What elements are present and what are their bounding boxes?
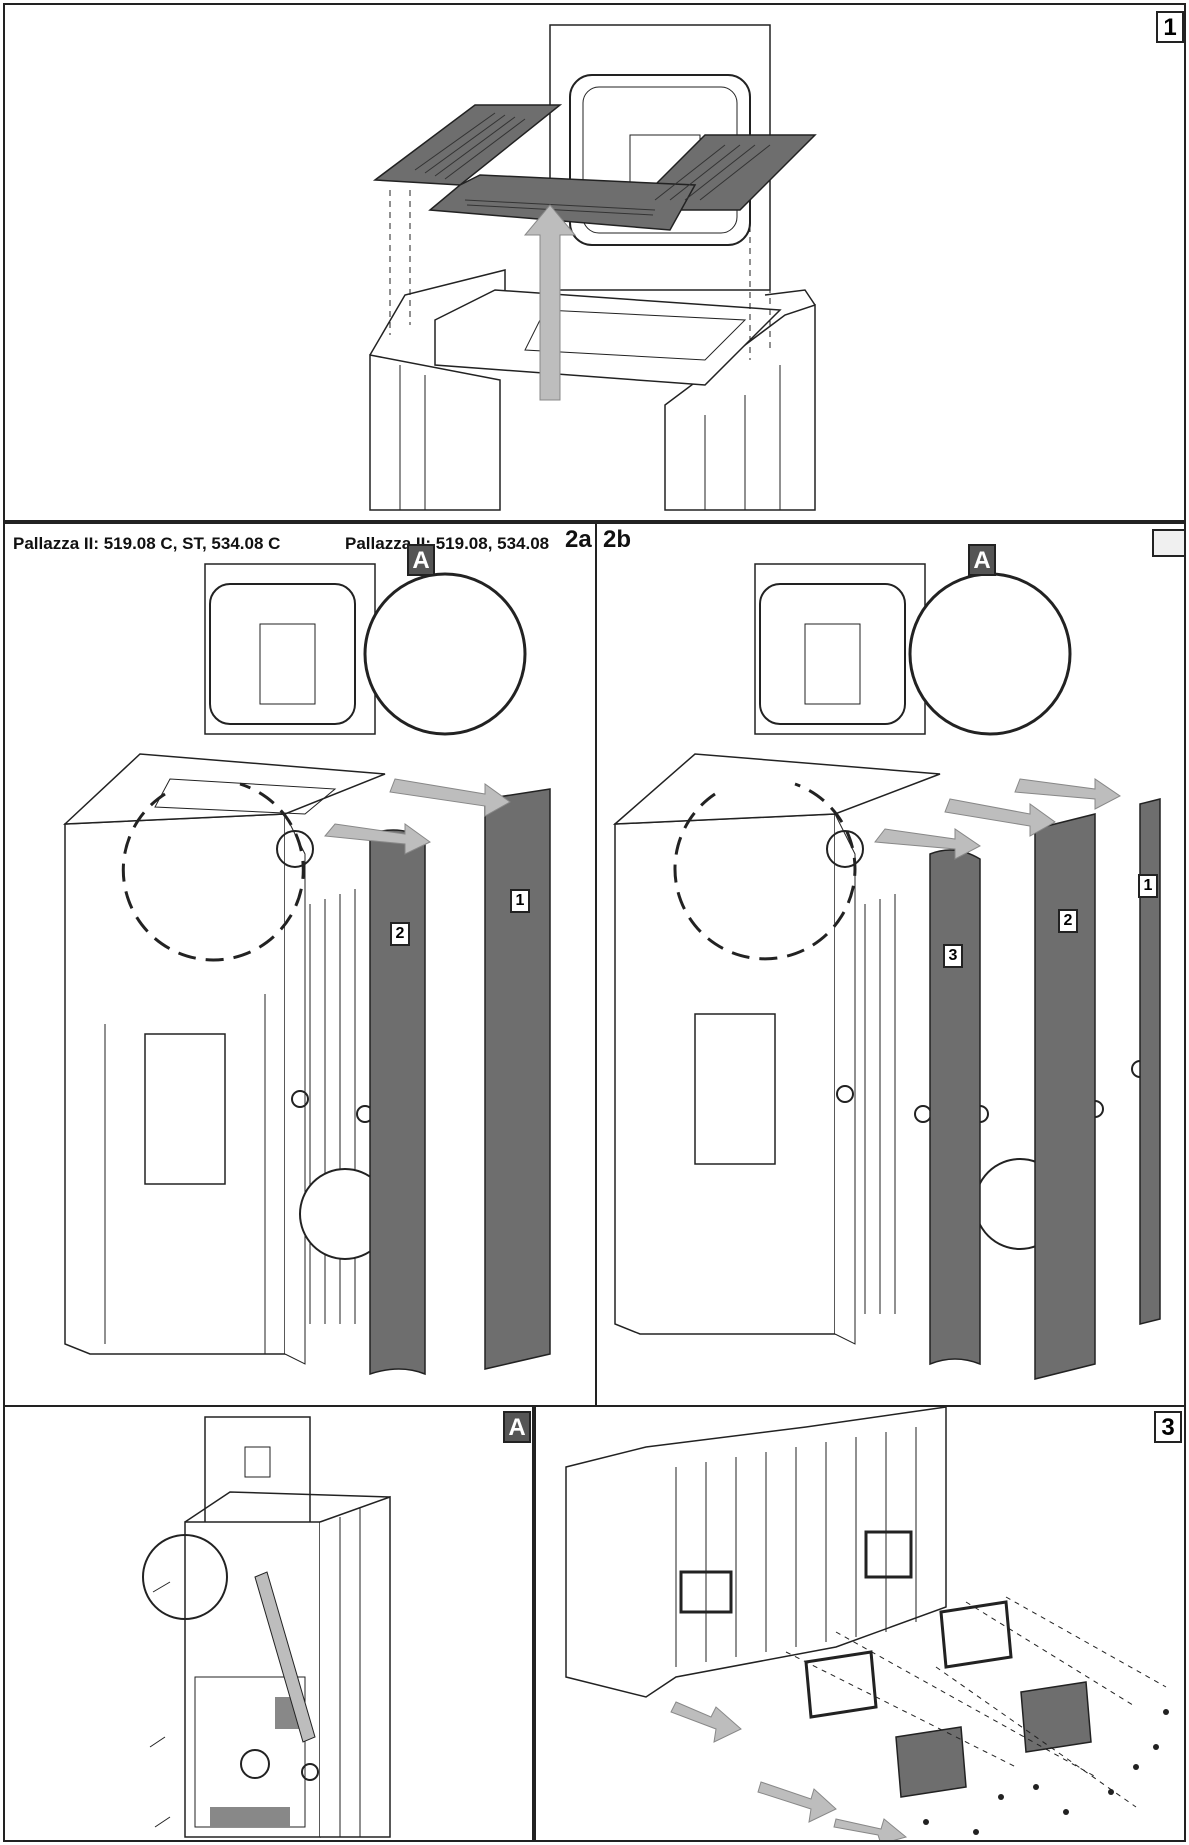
detail-tag-a-2a: A	[407, 544, 435, 576]
rear-covers-illustration	[565, 1407, 1169, 1840]
figure-tag-a: A	[503, 1411, 531, 1443]
part-label-2b-2: 2	[1058, 909, 1078, 933]
panel-3-rear-covers: 3	[534, 1405, 1186, 1842]
panel-a-rear-view: A	[3, 1405, 534, 1842]
label-2a: 2a	[565, 526, 592, 553]
detail-tag-a-2b: A	[968, 544, 996, 576]
part-label-2a-1: 1	[510, 889, 530, 913]
panel-2-side-panels: Pallazza II: 519.08 C, ST, 534.08 C Pall…	[3, 522, 1186, 1408]
side-panels-illustration	[62, 524, 1161, 1406]
part-label-2b-3: 3	[943, 944, 963, 968]
caption-2b: Pallazza II: 519.08, 534.08	[345, 534, 550, 553]
top-grille-illustration	[369, 24, 817, 511]
figure-tag-3: 3	[1154, 1411, 1182, 1443]
part-label-2b-1: 1	[1138, 874, 1158, 898]
blank-tag-box	[1152, 529, 1184, 557]
label-2b: 2b	[603, 526, 632, 553]
caption-2a: Pallazza II: 519.08 C, ST, 534.08 C	[13, 534, 281, 553]
stove-2a	[62, 563, 527, 1365]
panel-1-top-grille: 1	[3, 3, 1186, 522]
part-label-2a-2: 2	[390, 922, 410, 946]
rear-view-illustration	[142, 1416, 391, 1838]
figure-tag-1: 1	[1156, 11, 1184, 43]
